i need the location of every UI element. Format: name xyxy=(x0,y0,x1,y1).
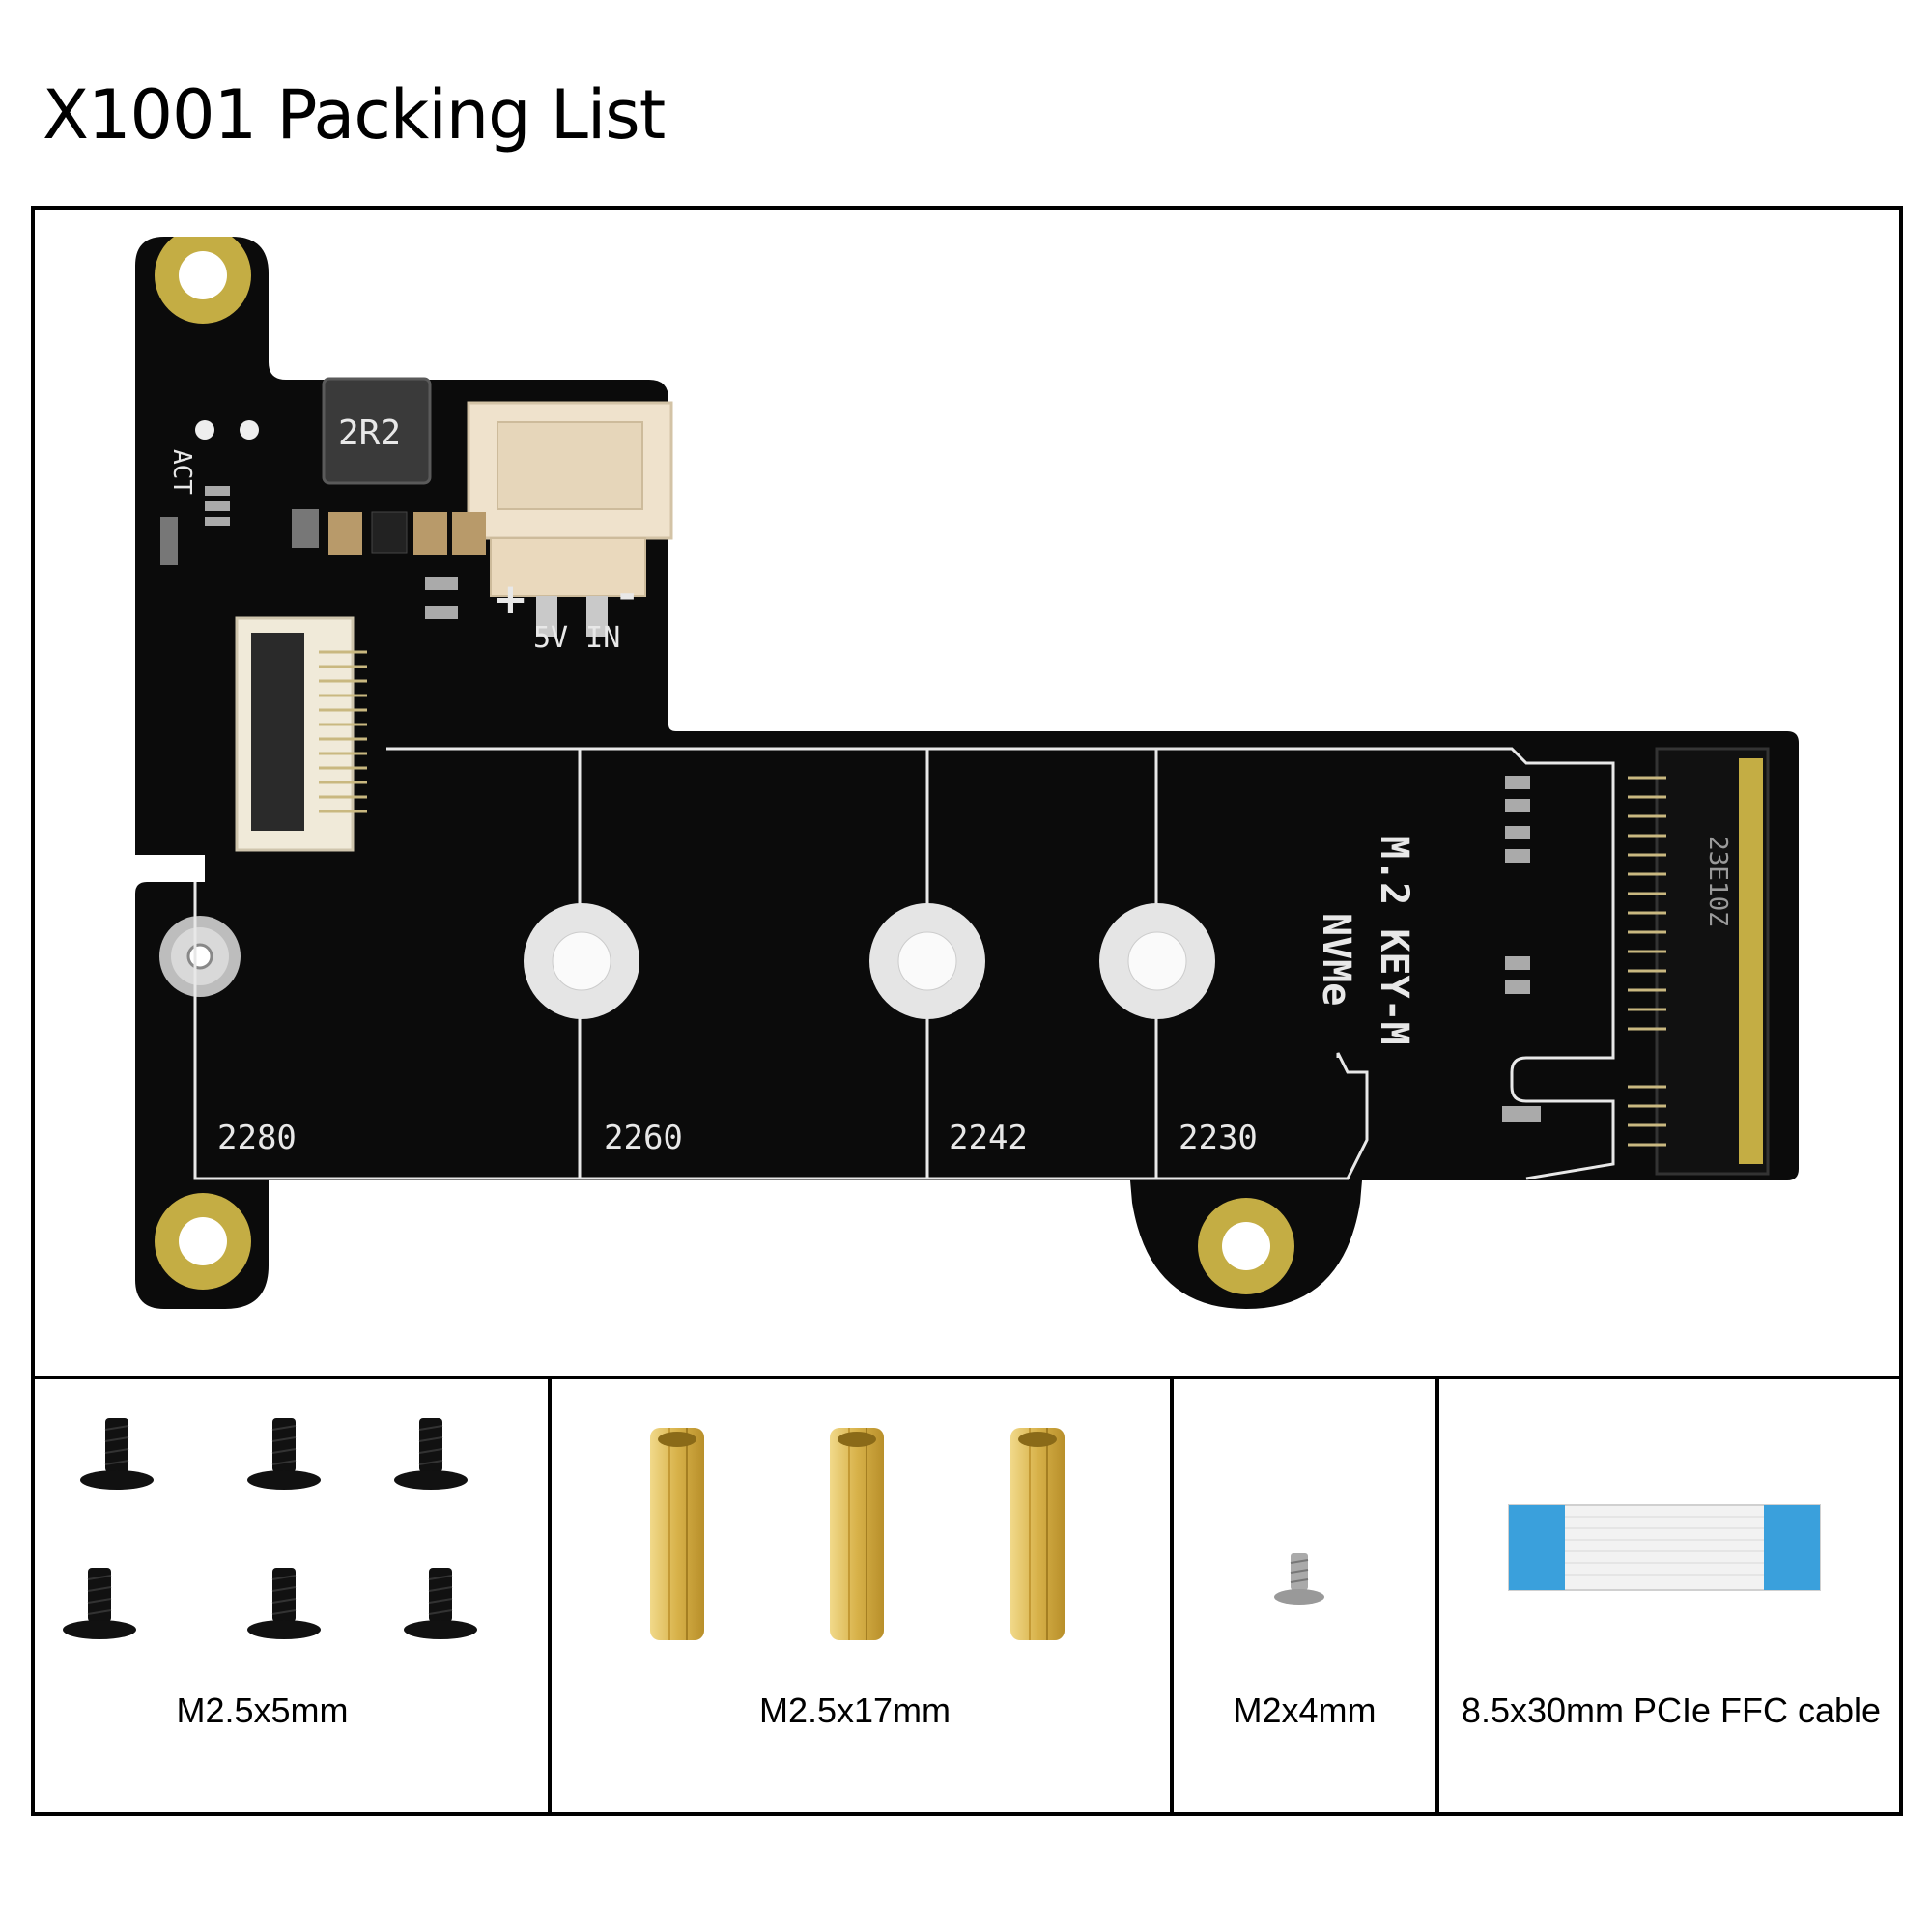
screw-icon xyxy=(246,1417,322,1491)
power-label: 5V IN xyxy=(533,621,620,655)
standoff-icon xyxy=(649,1427,705,1641)
size-label-2242: 2242 xyxy=(949,1119,1028,1157)
small-screw-icon xyxy=(1274,1553,1324,1605)
standoff-icon xyxy=(829,1427,885,1641)
divider-vertical-2 xyxy=(1170,1376,1174,1816)
standoff-nut xyxy=(159,916,241,997)
standoff-icon xyxy=(1009,1427,1065,1641)
m2-mount-hole-2242 xyxy=(869,903,985,1019)
item-label: M2.5x17mm xyxy=(758,1690,952,1730)
act-label: ACT xyxy=(167,449,196,495)
m2-mount-hole-2230 xyxy=(1099,903,1215,1019)
item-screws-m2-5x5: M2.5x5mm xyxy=(35,1379,548,1812)
m2-mount-hole-2260 xyxy=(524,903,639,1019)
divider-vertical-1 xyxy=(548,1376,552,1816)
m2-label: M.2 KEY-M xyxy=(1372,836,1416,1045)
mount-hole xyxy=(155,227,251,324)
inductor-marking: 2R2 xyxy=(338,413,401,453)
power-plus: + xyxy=(493,575,528,624)
ffc-cable-icon xyxy=(1508,1504,1821,1591)
screw-icon xyxy=(403,1567,478,1640)
mount-hole xyxy=(1198,1198,1294,1294)
size-label-2280: 2280 xyxy=(217,1119,297,1157)
item-label: 8.5x30mm PCIe FFC cable xyxy=(1461,1690,1882,1730)
mount-hole xyxy=(155,1193,251,1290)
item-label: M2.5x5mm xyxy=(176,1690,349,1730)
divider-horizontal xyxy=(31,1376,1903,1379)
nvme-label: NVMe xyxy=(1314,913,1358,1006)
power-minus: - xyxy=(618,570,636,619)
x1001-board-image: ACT 2R2 + - 5V IN M.2 KEY-M NVMe 2280 22… xyxy=(135,227,1816,1333)
size-label-2230: 2230 xyxy=(1179,1119,1258,1157)
screw-icon xyxy=(246,1567,322,1640)
screw-icon xyxy=(79,1417,155,1491)
slot-marking: 23E10Z xyxy=(1703,836,1732,926)
screw-icon xyxy=(62,1567,137,1640)
divider-vertical-3 xyxy=(1435,1376,1439,1816)
packing-list-frame xyxy=(31,206,1903,1816)
item-label: M2x4mm xyxy=(1233,1690,1377,1730)
item-ffc-cable: 8.5x30mm PCIe FFC cable xyxy=(1439,1379,1903,1812)
page-title: X1001 Packing List xyxy=(43,75,666,155)
item-standoffs-m2-5x17: M2.5x17mm xyxy=(552,1379,1170,1812)
item-screw-m2x4: M2x4mm xyxy=(1174,1379,1435,1812)
screw-icon xyxy=(393,1417,469,1491)
size-label-2260: 2260 xyxy=(604,1119,683,1157)
